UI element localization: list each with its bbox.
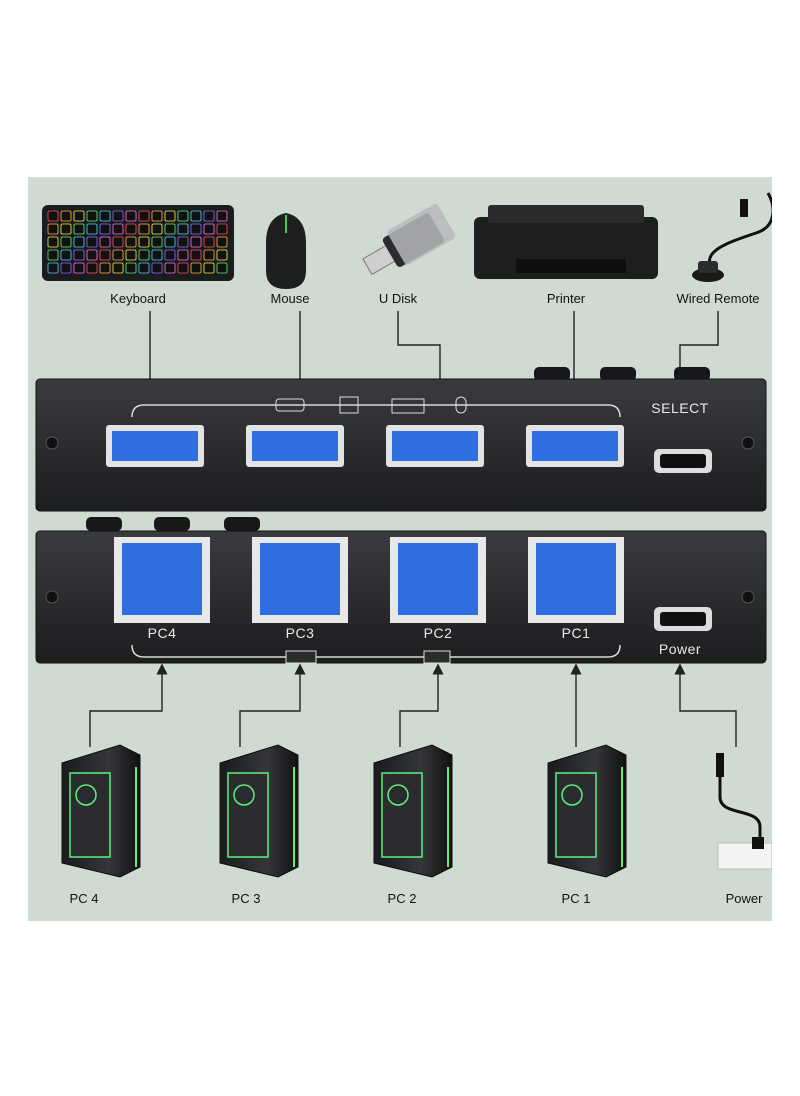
- mouse-label: Mouse: [270, 291, 310, 306]
- select-label: SELECT: [651, 400, 709, 416]
- computer-label-pc1: PC 1: [561, 891, 591, 906]
- cable-icon: [275, 398, 305, 412]
- diagram-canvas: [35, 192, 772, 878]
- printer-mini-icon: [339, 396, 359, 414]
- bottom-connector-lines: [89, 663, 737, 747]
- keyboard-icon: [42, 205, 234, 281]
- usb-a-port-insert: [392, 431, 478, 461]
- power-adapter-icon: [716, 753, 772, 870]
- printer-icon: [474, 205, 658, 279]
- port-label-pc4: PC4: [147, 625, 177, 641]
- computer-tower-icon: [61, 744, 141, 878]
- port-label-pc2: PC2: [423, 625, 453, 641]
- computer-label-pc3: PC 3: [231, 891, 261, 906]
- switch-mini-icon: [285, 650, 317, 664]
- mouse-icon: [266, 213, 306, 289]
- top-connector-lines: [144, 311, 719, 391]
- udisk-label: U Disk: [378, 291, 418, 306]
- usb-b-port-insert: [398, 543, 478, 615]
- computer-label-pc4: PC 4: [69, 891, 99, 906]
- keyboard-label: Keyboard: [110, 291, 166, 306]
- usb-b-port-insert: [536, 543, 616, 615]
- usb-drive-icon: [362, 203, 456, 276]
- switch-mini-icon: [423, 650, 451, 664]
- port-label-pc3: PC3: [285, 625, 315, 641]
- port-label-pc1: PC1: [561, 625, 591, 641]
- top-panel: [35, 367, 767, 512]
- kvm-diagram: Keyboard Mouse U Disk Printer Wired Remo…: [28, 177, 772, 921]
- computer-tower-icon: [547, 744, 627, 878]
- computer-tower-icon: [219, 744, 299, 878]
- mouse-mini-icon: [455, 396, 467, 414]
- wired-remote-icon: [692, 192, 772, 282]
- computer-tower-icon: [373, 744, 453, 878]
- usb-b-port-insert: [122, 543, 202, 615]
- printer-label: Printer: [546, 291, 586, 306]
- computer-label-pc2: PC 2: [387, 891, 417, 906]
- usb-a-port-insert: [112, 431, 198, 461]
- usb-b-port-insert: [260, 543, 340, 615]
- usb-a-port-insert: [532, 431, 618, 461]
- usb-a-port-insert: [252, 431, 338, 461]
- wired-remote-label: Wired Remote: [676, 291, 760, 306]
- power-adapter-label: Power: [725, 891, 763, 906]
- bottom-panel: [35, 517, 767, 664]
- keyboard-mini-icon: [391, 398, 425, 414]
- power-port-label: Power: [658, 641, 702, 657]
